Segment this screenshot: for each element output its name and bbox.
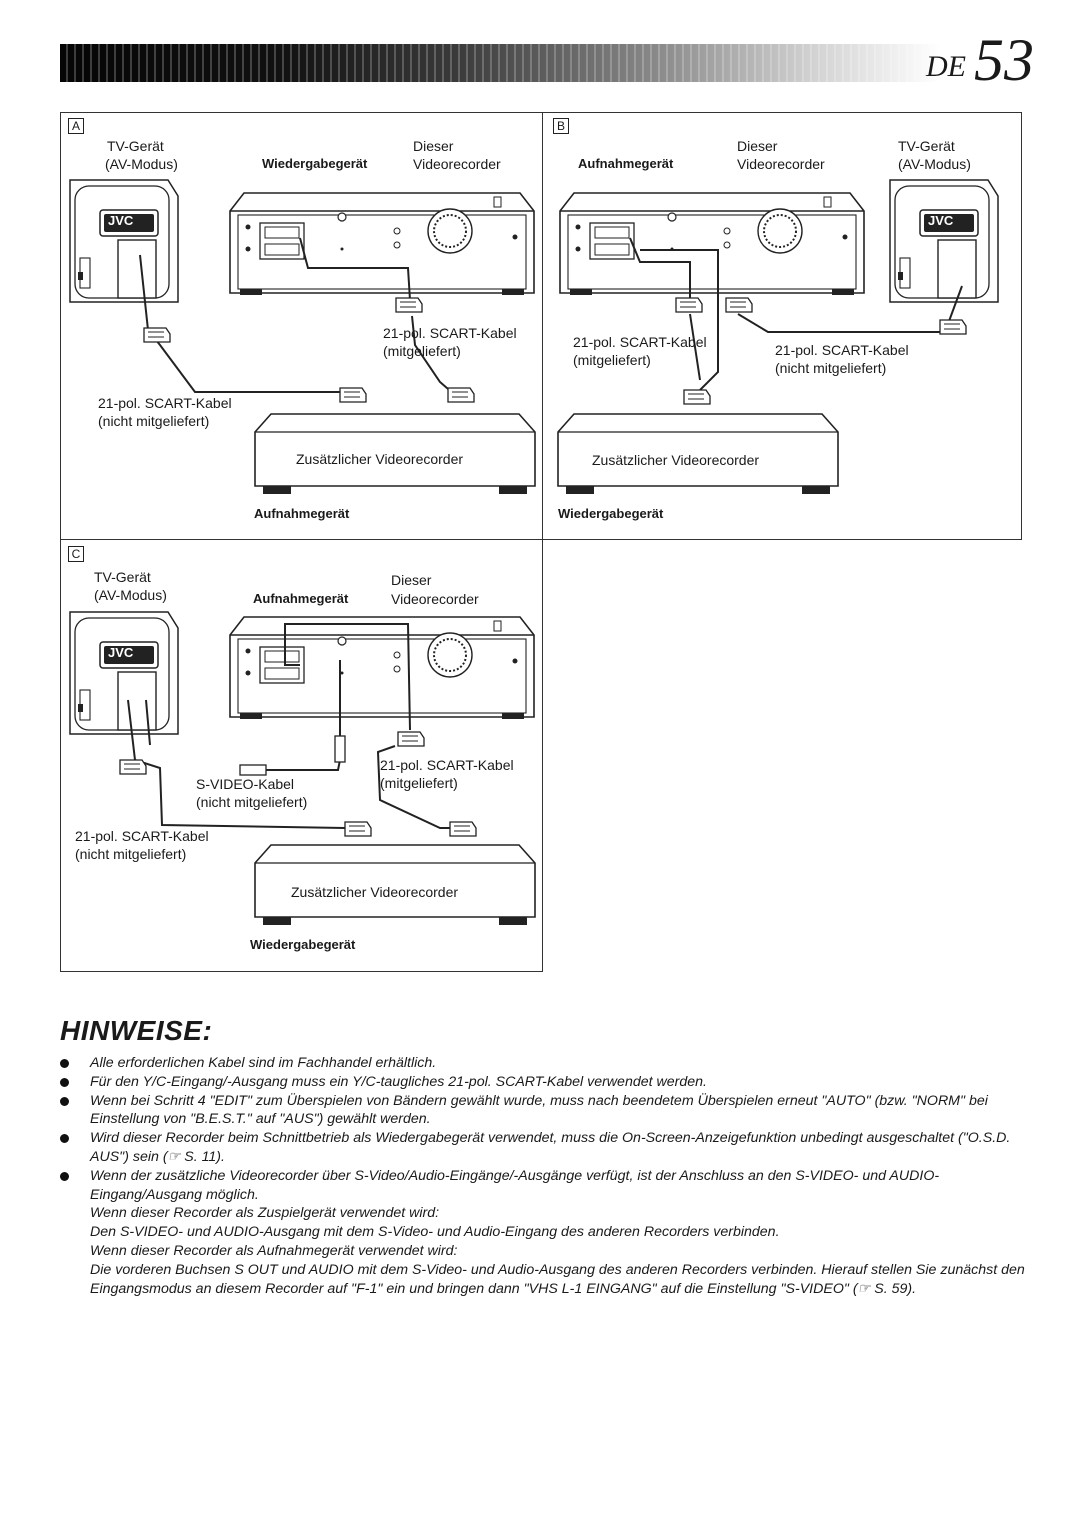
panel-a-tv-label-2: (AV-Modus) bbox=[105, 156, 178, 172]
panel-c-vcr-label-1: Dieser bbox=[391, 572, 432, 588]
page-number: 53 bbox=[974, 27, 1034, 93]
connection-diagrams bbox=[69, 179, 999, 926]
panel-c-vcr-label-2: Videorecorder bbox=[391, 591, 479, 607]
panel-a-vcr-label-2: Videorecorder bbox=[413, 156, 501, 172]
panel-b-extra-role: Wiedergabegerät bbox=[558, 506, 664, 521]
bullet-icon bbox=[60, 1171, 69, 1181]
notes-title: HINWEISE: bbox=[60, 1015, 213, 1046]
panel-c-tv-label-2: (AV-Modus) bbox=[94, 587, 167, 603]
panel-b-vcr-label-2: Videorecorder bbox=[737, 156, 825, 172]
panel-c-vcr bbox=[229, 616, 535, 720]
panel-b-cable1-label-2: (mitgeliefert) bbox=[573, 352, 651, 368]
panel-a-cable1-label-1: 21-pol. SCART-Kabel bbox=[383, 325, 517, 341]
note-sub-line: Die vorderen Buchsen S OUT und AUDIO mit… bbox=[90, 1261, 1025, 1297]
panel-b-cable1-label-1: 21-pol. SCART-Kabel bbox=[573, 334, 707, 350]
note-item: Alle erforderlichen Kabel sind im Fachha… bbox=[60, 1054, 1035, 1073]
note-item: Wenn der zusätzliche Videorecorder über … bbox=[60, 1167, 1035, 1205]
tv-brand-logo-b: JVC bbox=[928, 213, 954, 228]
panel-c-svideo-label-1: S-VIDEO-Kabel bbox=[196, 776, 295, 792]
panel-c-tv-label-1: TV-Gerät bbox=[94, 569, 151, 585]
note-sub-line: Wenn dieser Recorder als Zuspielgerät ve… bbox=[90, 1205, 440, 1222]
note-item: Wenn bei Schritt 4 "EDIT" zum Überspiele… bbox=[60, 1092, 1035, 1130]
panel-b-role-label: Aufnahmegerät bbox=[578, 156, 674, 171]
panel-a-role-label: Wiedergabegerät bbox=[262, 156, 368, 171]
panel-c-tv bbox=[69, 611, 179, 735]
panel-b-extra-vcr-label: Zusätzlicher Videorecorder bbox=[592, 452, 760, 468]
panel-b-tv bbox=[889, 179, 999, 303]
panel-c-cable1-label-1: 21-pol. SCART-Kabel bbox=[380, 757, 514, 773]
panel-c-role-label: Aufnahmegerät bbox=[253, 591, 349, 606]
panel-a-extra-role: Aufnahmegerät bbox=[254, 506, 350, 521]
panel-c-letter: C bbox=[68, 546, 84, 562]
panel-b-vcr-label-1: Dieser bbox=[737, 138, 778, 154]
panel-a-cable2-label-2: (nicht mitgeliefert) bbox=[98, 413, 210, 429]
bullet-icon bbox=[60, 1134, 69, 1144]
panel-b-tv-label-2: (AV-Modus) bbox=[898, 156, 971, 172]
panel-c-cable2-label-1: 21-pol. SCART-Kabel bbox=[75, 828, 209, 844]
panel-c-svideo-label-2: (nicht mitgeliefert) bbox=[196, 794, 308, 810]
panel-c-extra-role: Wiedergabegerät bbox=[250, 937, 356, 952]
panel-c-extra-vcr-label: Zusätzlicher Videorecorder bbox=[291, 884, 459, 900]
header-gradient-bar bbox=[60, 44, 940, 82]
panel-b-cable2-label-2: (nicht mitgeliefert) bbox=[775, 360, 887, 376]
page-language: DE bbox=[926, 50, 966, 83]
panel-b-vcr bbox=[559, 192, 865, 296]
panel-a-vcr bbox=[229, 192, 535, 296]
bullet-icon bbox=[60, 1059, 69, 1068]
panel-a-cable2-label-1: 21-pol. SCART-Kabel bbox=[98, 395, 232, 411]
note-item: Für den Y/C-Eingang/-Ausgang muss ein Y/… bbox=[60, 1073, 1035, 1092]
panel-a-tv-label-1: TV-Gerät bbox=[107, 138, 164, 154]
note-sub-line: Wenn dieser Recorder als Aufnahmegerät v… bbox=[90, 1242, 458, 1259]
panel-c-cable1-label-2: (mitgeliefert) bbox=[380, 775, 458, 791]
note-sub-line: Den S-VIDEO- und AUDIO-Ausgang mit dem S… bbox=[90, 1224, 780, 1241]
notes-list: Alle erforderlichen Kabel sind im Fachha… bbox=[60, 1054, 1035, 1298]
panel-b-letter: B bbox=[553, 118, 569, 134]
bullet-icon bbox=[60, 1077, 69, 1087]
panel-c-frame bbox=[60, 539, 543, 972]
panel-a-extra-vcr-label: Zusätzlicher Videorecorder bbox=[296, 451, 464, 467]
panel-a-cable1-label-2: (mitgeliefert) bbox=[383, 343, 461, 359]
panel-b-cable2-label-1: 21-pol. SCART-Kabel bbox=[775, 342, 909, 358]
tv-brand-logo-a: JVC bbox=[108, 213, 134, 228]
panel-a-letter: A bbox=[68, 118, 84, 134]
bullet-icon bbox=[60, 1096, 69, 1106]
panel-a-vcr-label-1: Dieser bbox=[413, 138, 454, 154]
panel-b-frame bbox=[542, 112, 1022, 540]
panel-c-cable2-label-2: (nicht mitgeliefert) bbox=[75, 846, 187, 862]
tv-brand-logo-c: JVC bbox=[108, 645, 134, 660]
panel-a-tv bbox=[69, 179, 179, 303]
note-item: Wird dieser Recorder beim Schnittbetrieb… bbox=[60, 1129, 1035, 1167]
panel-b-tv-label-1: TV-Gerät bbox=[898, 138, 955, 154]
